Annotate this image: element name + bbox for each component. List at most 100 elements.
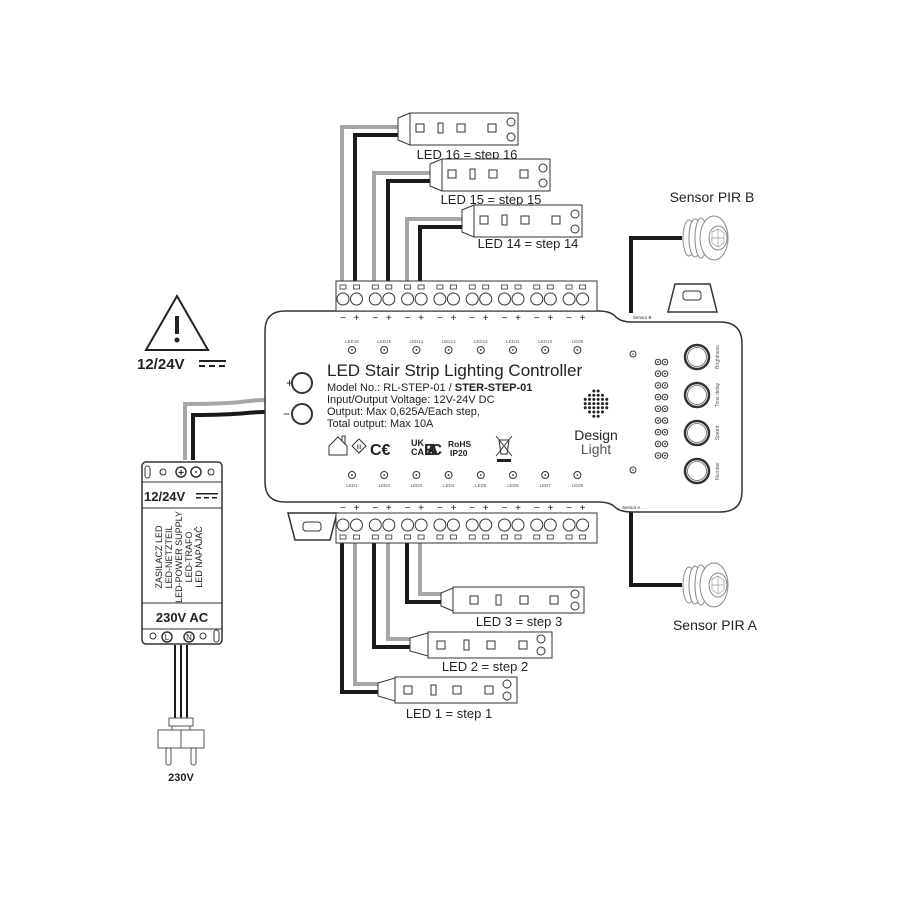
minus-pad-icon: [502, 691, 512, 701]
polarity-minus: −: [405, 313, 411, 324]
strip-label: LED 14 = step 14: [478, 236, 579, 251]
sensor-b-label: Sensor PIR B: [670, 189, 755, 205]
terminal-screw: [336, 518, 350, 532]
knob-time-delay[interactable]: [683, 381, 711, 409]
logo-dot: [596, 397, 600, 401]
polarity-plus: +: [354, 503, 360, 514]
logo-dot: [583, 402, 587, 406]
led-strip-14: LED 14 = step 14: [461, 204, 583, 251]
polarity-plus: +: [386, 503, 392, 514]
screw-icon: [199, 632, 207, 640]
model-code: STER-STEP-01: [455, 382, 533, 394]
polarity-minus: −: [372, 313, 378, 324]
total-output-spec: Total output: Max 10A: [327, 418, 434, 430]
polarity-minus: −: [340, 503, 346, 514]
logo-dot: [605, 397, 609, 401]
power-plus-label: +: [286, 376, 293, 390]
knob-label: Speed: [715, 426, 721, 441]
controller-title: LED Stair Strip Lighting Controller: [327, 361, 582, 380]
plus-pad-icon: [570, 224, 580, 234]
dc-symbol-icon: [196, 493, 218, 499]
terminal-screw: [350, 518, 363, 532]
logo-design: Design: [574, 427, 618, 443]
weee-bin-icon: [495, 435, 513, 462]
logo-dot: [600, 402, 604, 406]
logo-dot: [588, 397, 592, 401]
terminal-screw: [465, 518, 479, 532]
polarity-plus: +: [450, 503, 456, 514]
terminal-screw: [576, 292, 590, 306]
dc-symbol-icon: [199, 360, 226, 367]
polarity-minus: −: [405, 503, 411, 514]
led-indicator-label: LED7: [540, 483, 552, 488]
polarity-plus: +: [386, 313, 392, 324]
knob-brightness[interactable]: [683, 343, 711, 371]
ip-rating: IP20: [450, 448, 468, 458]
led-indicator-label: LED13: [442, 339, 456, 344]
svg-text:III: III: [356, 445, 361, 451]
terminal-screw: [401, 292, 415, 306]
polarity-minus: −: [534, 313, 540, 324]
polarity-plus: +: [418, 313, 424, 324]
terminal-l: [161, 631, 173, 643]
knob-speed[interactable]: [683, 419, 711, 447]
logo-dot: [605, 402, 609, 406]
logo-dot: [592, 402, 596, 406]
strip-label: LED 1 = step 1: [406, 706, 492, 721]
ukca-top: UK: [411, 438, 424, 448]
polarity-plus: +: [450, 313, 456, 324]
knob-label: Brightness: [715, 345, 721, 369]
logo-dot: [596, 393, 600, 397]
polarity-plus: +: [483, 313, 489, 324]
psu-name: LED-NETZTEIL: [164, 525, 174, 588]
terminal-screw: [498, 292, 511, 306]
rohs-mark: RoHS: [448, 439, 471, 449]
warning-voltage: 12/24V: [137, 356, 185, 373]
led-strip-1: LED 1 = step 1: [377, 676, 518, 721]
minus-pad-icon: [570, 601, 580, 611]
strip-label: LED 3 = step 3: [476, 614, 562, 629]
plus-pad-icon: [536, 634, 546, 644]
controller: Sensor B Sensor A −−++−−++−−++−−++−−++−−…: [264, 280, 743, 544]
terminal-screw: [350, 292, 363, 306]
logo-dot: [592, 397, 596, 401]
led-strip-2: LED 2 = step 2: [409, 631, 553, 674]
polarity-minus: −: [566, 313, 572, 324]
polarity-plus: +: [547, 503, 553, 514]
logo-dot: [600, 393, 604, 397]
led-indicator-label: LED2: [379, 483, 391, 488]
terminal-screw: [446, 518, 460, 532]
logo-dot: [583, 397, 587, 401]
led-strip-3: LED 3 = step 3: [440, 586, 585, 629]
top-terminal-block: [335, 280, 598, 312]
sensor-a-label: Sensor PIR A: [673, 617, 758, 633]
terminal-n-label: N: [186, 633, 192, 642]
plus-pad-icon: [570, 589, 580, 599]
led-strip-15: LED 15 = step 15: [429, 158, 551, 207]
led-indicator-label: LED11: [506, 339, 520, 344]
ukca-bottom: CA: [411, 447, 424, 457]
knob-number[interactable]: [683, 457, 711, 485]
polarity-minus: −: [566, 503, 572, 514]
logo-dot: [596, 414, 600, 418]
minus-pad-icon: [538, 163, 548, 173]
wires: [174, 125, 682, 720]
knob-label: Number: [715, 462, 721, 480]
led-indicator-label: LED9: [572, 339, 584, 344]
strip-label: LED 16 = step 16: [417, 147, 518, 162]
terminal-n: [183, 631, 195, 643]
power-supply: + 12/24V ZASILACZ LED LED-NETZTEIL LED-P…: [141, 461, 223, 645]
terminal-screw: [382, 292, 396, 306]
logo-dot: [592, 414, 596, 418]
terminal-screw: [433, 292, 447, 306]
class-iii-icon: [351, 438, 367, 454]
logo-dot: [588, 393, 592, 397]
terminal-screw: [336, 292, 350, 306]
plus-pad-icon: [538, 178, 548, 188]
logo-dot: [592, 406, 596, 410]
psu-name: LED-POWER SUPPLY: [174, 511, 184, 603]
logo-dot: [592, 410, 596, 414]
terminal-screw: [530, 518, 544, 532]
terminal-screw: [382, 518, 396, 532]
terminal-screw: [401, 518, 415, 532]
